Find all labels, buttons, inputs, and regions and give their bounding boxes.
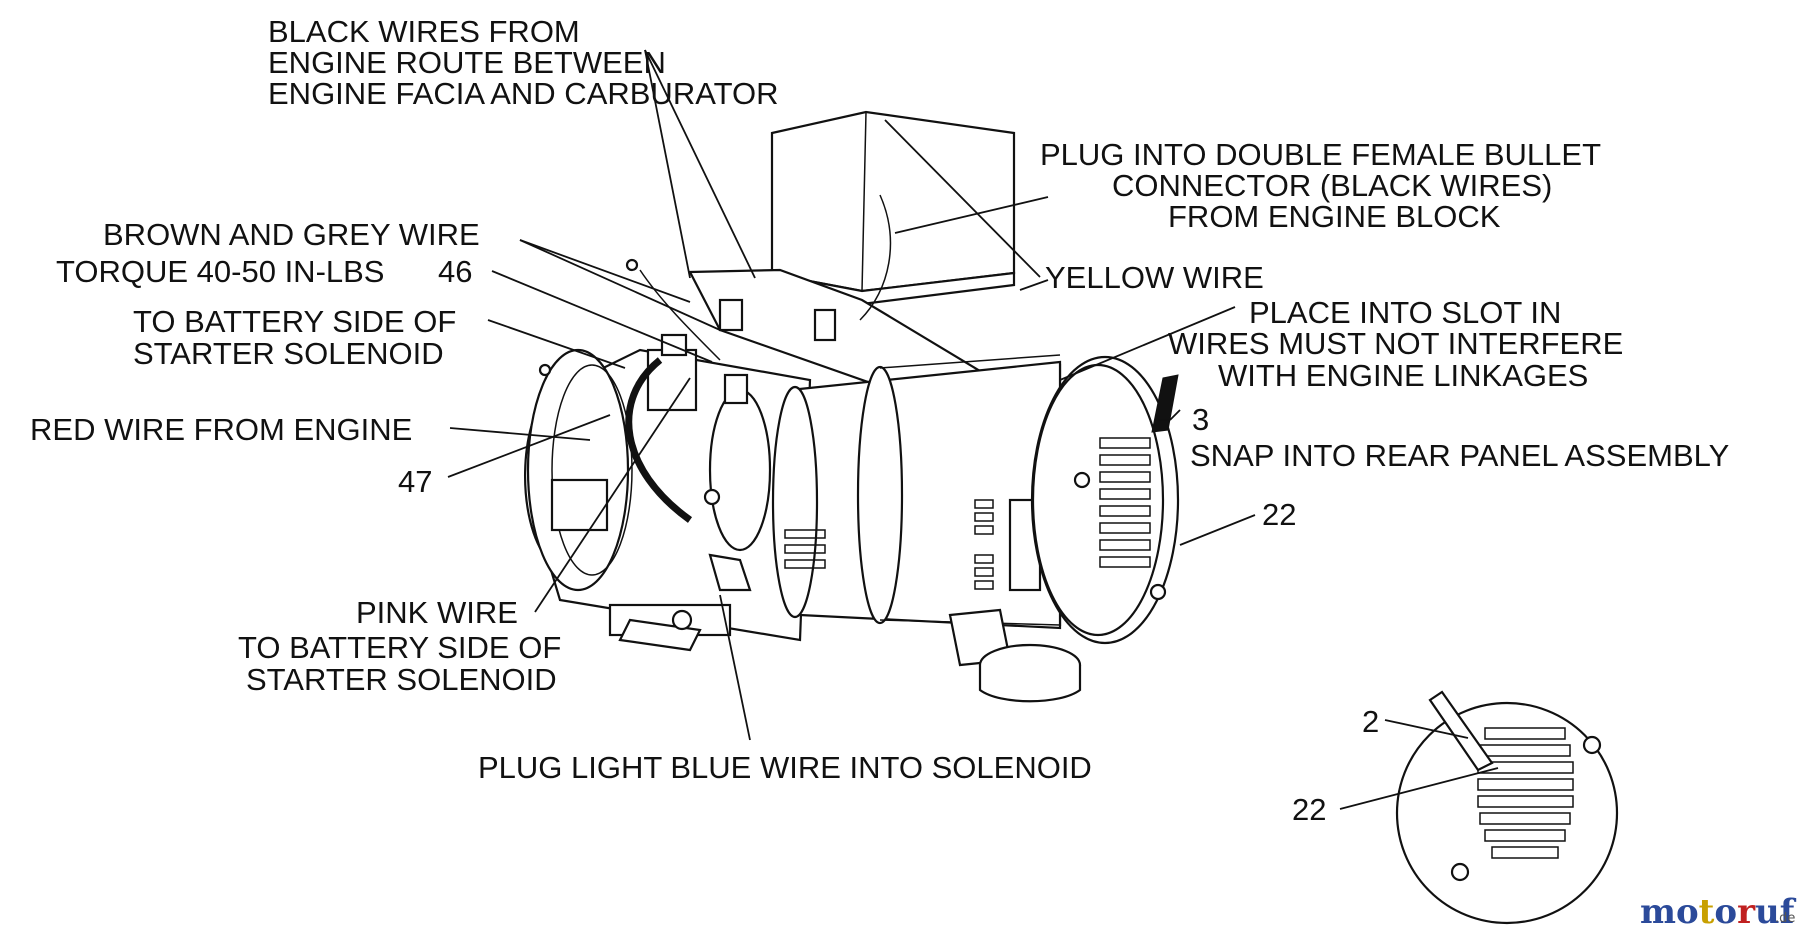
callout-labels: BLACK WIRES FROM ENGINE ROUTE BETWEEN EN…: [30, 14, 1729, 827]
watermark-logo: motoruf: [1640, 892, 1797, 932]
leader-lines: [447, 49, 1499, 810]
generator-body: [771, 354, 1062, 630]
generator-illustration: [524, 110, 1180, 703]
battery-side-2-line-1: TO BATTERY SIDE OF: [238, 630, 561, 665]
plug-into-line-1: PLUG INTO DOUBLE FEMALE BULLET: [1040, 137, 1601, 172]
detail-louvers: [1477, 727, 1574, 859]
part-number-46: 46: [438, 254, 472, 289]
part-number-3: 3: [1192, 402, 1209, 437]
plug-into-line-2: CONNECTOR (BLACK WIRES): [1112, 168, 1552, 203]
vent-louvers: [1099, 437, 1151, 568]
plug-into-line-3: FROM ENGINE BLOCK: [1168, 199, 1501, 234]
mounting-foot: [948, 608, 1082, 703]
battery-side-1-line-2: STARTER SOLENOID: [133, 336, 444, 371]
place-slot-line-3: WITH ENGINE LINKAGES: [1218, 358, 1588, 393]
light-blue-wire-label: PLUG LIGHT BLUE WIRE INTO SOLENOID: [478, 750, 1092, 785]
torque-label: TORQUE 40-50 IN-LBS: [56, 254, 384, 289]
battery-side-2-line-2: STARTER SOLENOID: [246, 662, 557, 697]
motoruf-watermark: motoruf .de: [1640, 892, 1797, 932]
battery-side-1-line-1: TO BATTERY SIDE OF: [133, 304, 456, 339]
snap-rear-panel-label: SNAP INTO REAR PANEL ASSEMBLY: [1190, 438, 1729, 473]
engine-block: [524, 258, 812, 652]
place-slot-line-1: PLACE INTO SLOT IN: [1249, 295, 1561, 330]
part-number-22-main: 22: [1262, 497, 1296, 532]
part-number-47: 47: [398, 464, 432, 499]
black-wires-line-3: ENGINE FACIA AND CARBURATOR: [268, 76, 778, 111]
detail-part-number-22: 22: [1292, 792, 1326, 827]
pink-wire-label: PINK WIRE: [356, 595, 518, 630]
yellow-wire-label: YELLOW WIRE: [1045, 260, 1264, 295]
black-wires-line-2: ENGINE ROUTE BETWEEN: [268, 45, 666, 80]
air-box: [688, 110, 1016, 397]
brown-grey-wire-label: BROWN AND GREY WIRE: [103, 217, 480, 252]
black-wires-line-1: BLACK WIRES FROM: [268, 14, 580, 49]
starter-solenoid: [625, 269, 837, 523]
place-slot-line-2: WIRES MUST NOT INTERFERE: [1168, 326, 1623, 361]
detail-inset: [1395, 690, 1619, 925]
rear-panel-cap: [1030, 355, 1180, 645]
detail-part-number-2: 2: [1362, 704, 1379, 739]
vent-slots-side: [784, 499, 994, 590]
watermark-suffix: .de: [1775, 911, 1795, 926]
red-wire-label: RED WIRE FROM ENGINE: [30, 412, 412, 447]
